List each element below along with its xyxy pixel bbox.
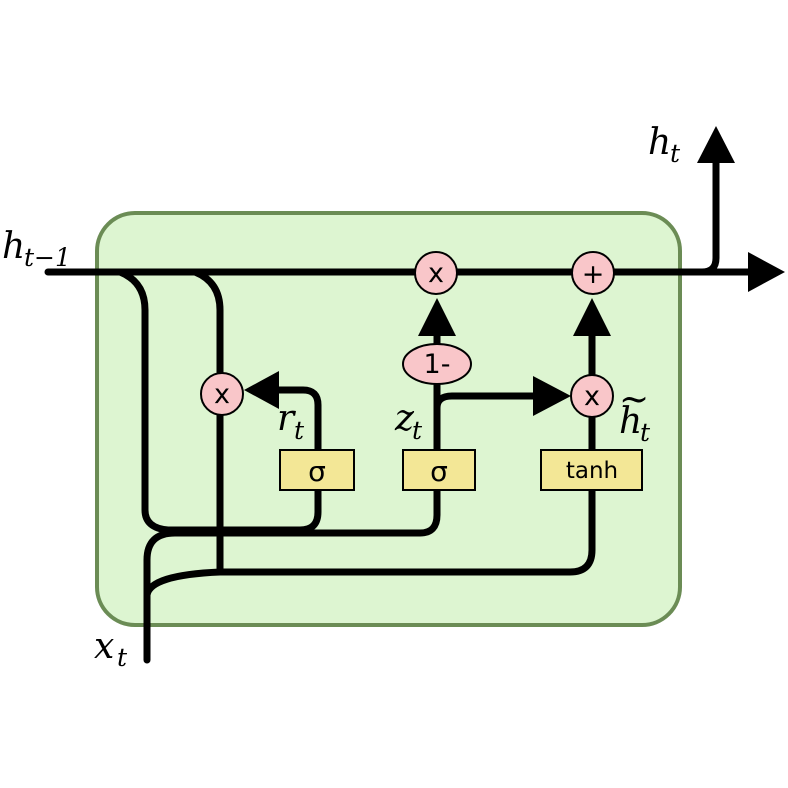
update-gate: σ [402, 449, 476, 491]
hidden-state-arrowhead [748, 252, 785, 292]
h-prev-base: h [2, 226, 25, 267]
reset-gate-label: σ [308, 455, 326, 488]
oneminus-arrowhead [418, 298, 456, 336]
reset-multiply-op: x [200, 372, 244, 416]
x-in-sub: t [117, 643, 128, 672]
h-out-base: h [648, 122, 671, 163]
reset-arrowhead [244, 371, 279, 409]
update-multiply-symbol: x [428, 258, 444, 289]
r-sub: t [294, 416, 305, 445]
update-multiply-op: x [414, 251, 458, 295]
label-z: z t [394, 398, 423, 445]
reset-gate: σ [279, 449, 355, 491]
x-in-base: x [94, 626, 114, 667]
h-tilde-mark: ~ [619, 379, 649, 420]
hprev-branch-gates [116, 268, 322, 534]
label-h-out: h t [648, 122, 681, 168]
z-base: z [394, 398, 415, 439]
h-prev-sub: t−1 [24, 243, 71, 272]
output-arrowhead [697, 126, 735, 163]
h-tilde-base: h [619, 401, 642, 442]
one-minus-op: 1- [402, 343, 472, 385]
candidate-gate: tanh [540, 449, 643, 491]
h-out-sub: t [670, 139, 681, 168]
z-sub: t [412, 416, 423, 445]
label-h-prev: h t−1 [2, 226, 71, 272]
label-h-tilde: h ~ t [619, 379, 651, 447]
h-tilde-sub: t [640, 418, 651, 447]
label-r: r t [277, 398, 305, 445]
hprev-branch-reset [191, 268, 224, 376]
add-op: + [571, 251, 615, 295]
candidate-multiply-op: x [570, 374, 614, 418]
r-base: r [277, 398, 296, 439]
add-symbol: + [582, 259, 605, 290]
one-minus-symbol: 1- [424, 349, 451, 380]
update-arrowhead [533, 376, 571, 416]
cell-box [95, 211, 682, 627]
reset-gate-to-multiply [274, 386, 322, 457]
update-gate-label: σ [430, 455, 448, 488]
candidate-gate-label: tanh [566, 458, 618, 484]
update-to-candidate-multiply [433, 392, 539, 416]
candidate-multiply-symbol: x [584, 381, 600, 412]
label-x-in: x t [94, 626, 128, 672]
output-branch-line [676, 158, 720, 276]
candidate-arrowhead [573, 298, 611, 336]
reset-multiply-symbol: x [214, 379, 230, 410]
